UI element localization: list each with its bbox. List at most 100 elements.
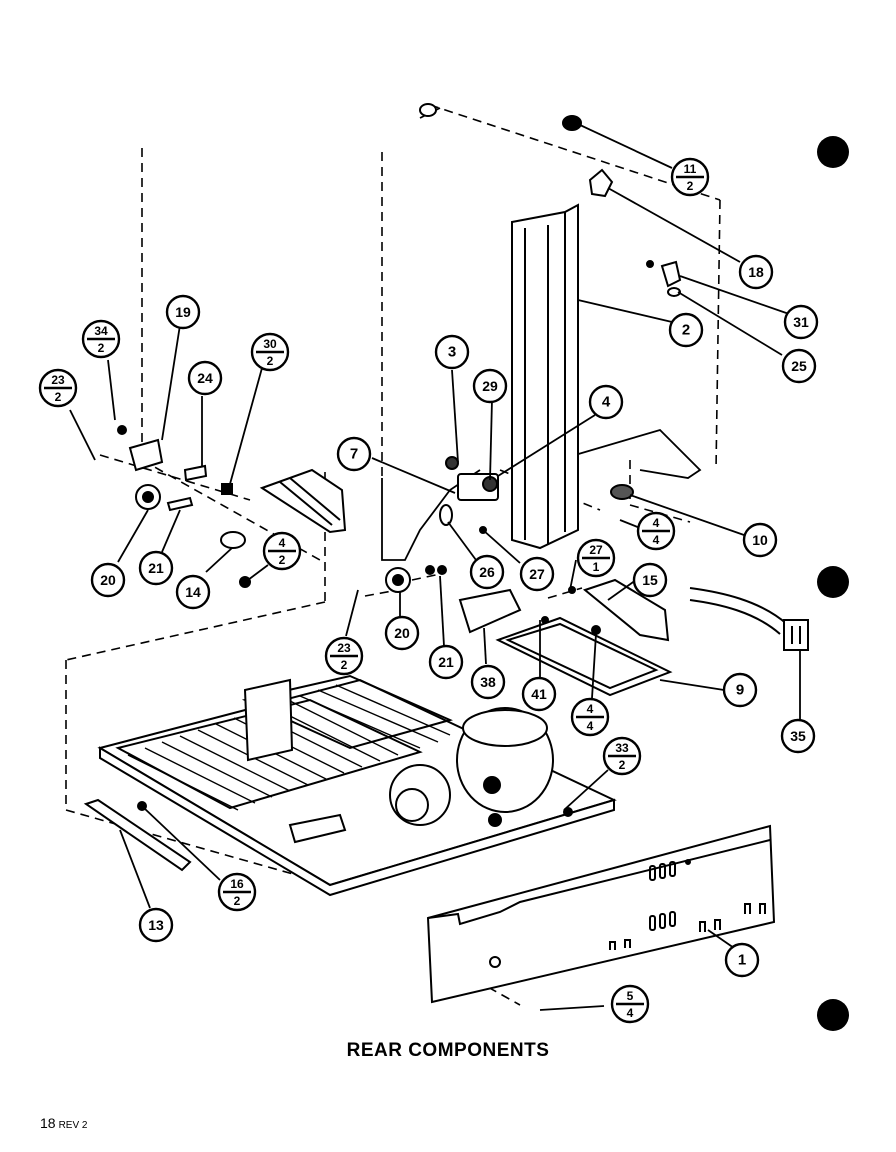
fraction-callout-23-2-a: 23 2	[38, 368, 78, 408]
fraction-27-1-num: 27	[589, 543, 603, 557]
callout-4-label: 4	[602, 394, 611, 411]
callout-18: 18	[738, 254, 774, 290]
fraction-callout-11-2: 11 2	[670, 157, 710, 197]
fraction-11-2-den: 2	[687, 179, 694, 193]
fraction-callouts: 11 2 34 2 23 2 30 2 4 2 4 4	[38, 157, 710, 1024]
fraction-callout-5-4: 5 4	[610, 984, 650, 1024]
callout-21a: 21	[138, 550, 174, 586]
power-cord	[689, 587, 809, 651]
callout-3-label: 3	[448, 344, 456, 361]
fraction-callout-16-2: 16 2	[217, 872, 257, 912]
fraction-34-2-num: 34	[94, 324, 108, 338]
callout-29-label: 29	[482, 378, 498, 394]
callout-10-label: 10	[752, 532, 768, 548]
callout-19: 19	[165, 294, 201, 330]
fraction-11-2-num: 11	[684, 162, 697, 176]
callout-38: 38	[470, 664, 506, 700]
punch-holes	[817, 136, 849, 1031]
fraction-4-4-a-den: 4	[653, 533, 660, 547]
callout-20b-label: 20	[394, 625, 410, 641]
callout-2: 2	[668, 312, 704, 348]
callout-21a-label: 21	[148, 560, 164, 576]
callout-27-label: 27	[529, 566, 545, 582]
fraction-33-2-den: 2	[619, 758, 626, 772]
fraction-callout-4-4-a: 4 4	[636, 511, 676, 551]
center-parts	[385, 504, 673, 697]
callout-41: 41	[521, 676, 557, 712]
fraction-30-2-num: 30	[263, 337, 277, 351]
callout-27: 27	[519, 556, 555, 592]
callout-31-label: 31	[793, 314, 809, 330]
vertical-channel	[511, 203, 579, 550]
callouts: 1 2 3 4 7 9 10 13 14 15 18 19 20 20 21 2…	[90, 254, 819, 978]
fraction-23-2-b-num: 23	[337, 641, 351, 655]
rear-access-panel	[426, 824, 776, 1004]
callout-21b: 21	[428, 644, 464, 680]
callout-2-label: 2	[682, 322, 690, 339]
machine-base-pan	[97, 674, 617, 897]
left-brackets	[117, 425, 347, 588]
callout-19-label: 19	[175, 304, 191, 320]
callout-41-label: 41	[531, 686, 547, 702]
bracket-13	[83, 798, 192, 872]
fraction-4-4-a-num: 4	[653, 516, 660, 530]
callout-25: 25	[781, 348, 817, 384]
callout-13: 13	[138, 907, 174, 943]
fraction-5-4-num: 5	[627, 989, 634, 1003]
leader-lines	[69, 124, 801, 1011]
fraction-4-4-b-num: 4	[587, 702, 594, 716]
fraction-34-2-den: 2	[98, 341, 105, 355]
callout-24: 24	[187, 360, 223, 396]
callout-25-label: 25	[791, 358, 807, 374]
callout-1: 1	[724, 942, 760, 978]
fraction-30-2-den: 2	[267, 354, 274, 368]
callout-31: 31	[783, 304, 819, 340]
callout-3: 3	[434, 334, 470, 370]
callout-21b-label: 21	[438, 654, 454, 670]
fraction-33-2-num: 33	[615, 741, 629, 755]
fraction-4-4-b-den: 4	[587, 719, 594, 733]
callout-14: 14	[175, 574, 211, 610]
fraction-callout-30-2: 30 2	[250, 332, 290, 372]
callout-7-label: 7	[350, 446, 358, 463]
fraction-27-1-den: 1	[593, 560, 600, 574]
callout-15-label: 15	[642, 572, 658, 588]
fraction-23-2-b-den: 2	[341, 658, 348, 672]
page-revision: REV 2	[58, 1120, 88, 1131]
callout-9-label: 9	[736, 682, 744, 699]
fraction-4-2-num: 4	[279, 536, 286, 550]
fraction-callout-34-2: 34 2	[81, 319, 121, 359]
callout-38-label: 38	[480, 674, 496, 690]
callout-29: 29	[472, 368, 508, 404]
callout-13-label: 13	[148, 917, 164, 933]
fraction-16-2-den: 2	[234, 894, 241, 908]
callout-26-label: 26	[479, 564, 495, 580]
fraction-callout-23-2-b: 23 2	[324, 636, 364, 676]
fraction-callout-4-4-b: 4 4	[570, 697, 610, 737]
callout-7: 7	[336, 436, 372, 472]
callout-20a-label: 20	[100, 572, 116, 588]
callout-20a: 20	[90, 562, 126, 598]
callout-14-label: 14	[185, 584, 201, 600]
fraction-callout-33-2: 33 2	[602, 736, 642, 776]
fraction-23-2-a-den: 2	[55, 390, 62, 404]
fraction-4-2-den: 2	[279, 553, 286, 567]
callout-15: 15	[632, 562, 668, 598]
callout-20b: 20	[384, 615, 420, 651]
fraction-5-4-den: 4	[627, 1006, 634, 1020]
callout-35: 35	[780, 718, 816, 754]
callout-26: 26	[469, 554, 505, 590]
page-number: 18	[40, 1115, 56, 1131]
callout-1-label: 1	[738, 952, 746, 969]
callout-4: 4	[588, 384, 624, 420]
fraction-callout-27-1: 27 1	[576, 538, 616, 578]
callout-24-label: 24	[197, 370, 213, 386]
fraction-16-2-num: 16	[230, 877, 244, 891]
fraction-callout-4-2: 4 2	[262, 531, 302, 571]
diagram-caption: REAR COMPONENTS	[346, 1040, 550, 1061]
callout-10: 10	[742, 522, 778, 558]
callout-18-label: 18	[748, 264, 764, 280]
fraction-23-2-a-num: 23	[51, 373, 65, 387]
